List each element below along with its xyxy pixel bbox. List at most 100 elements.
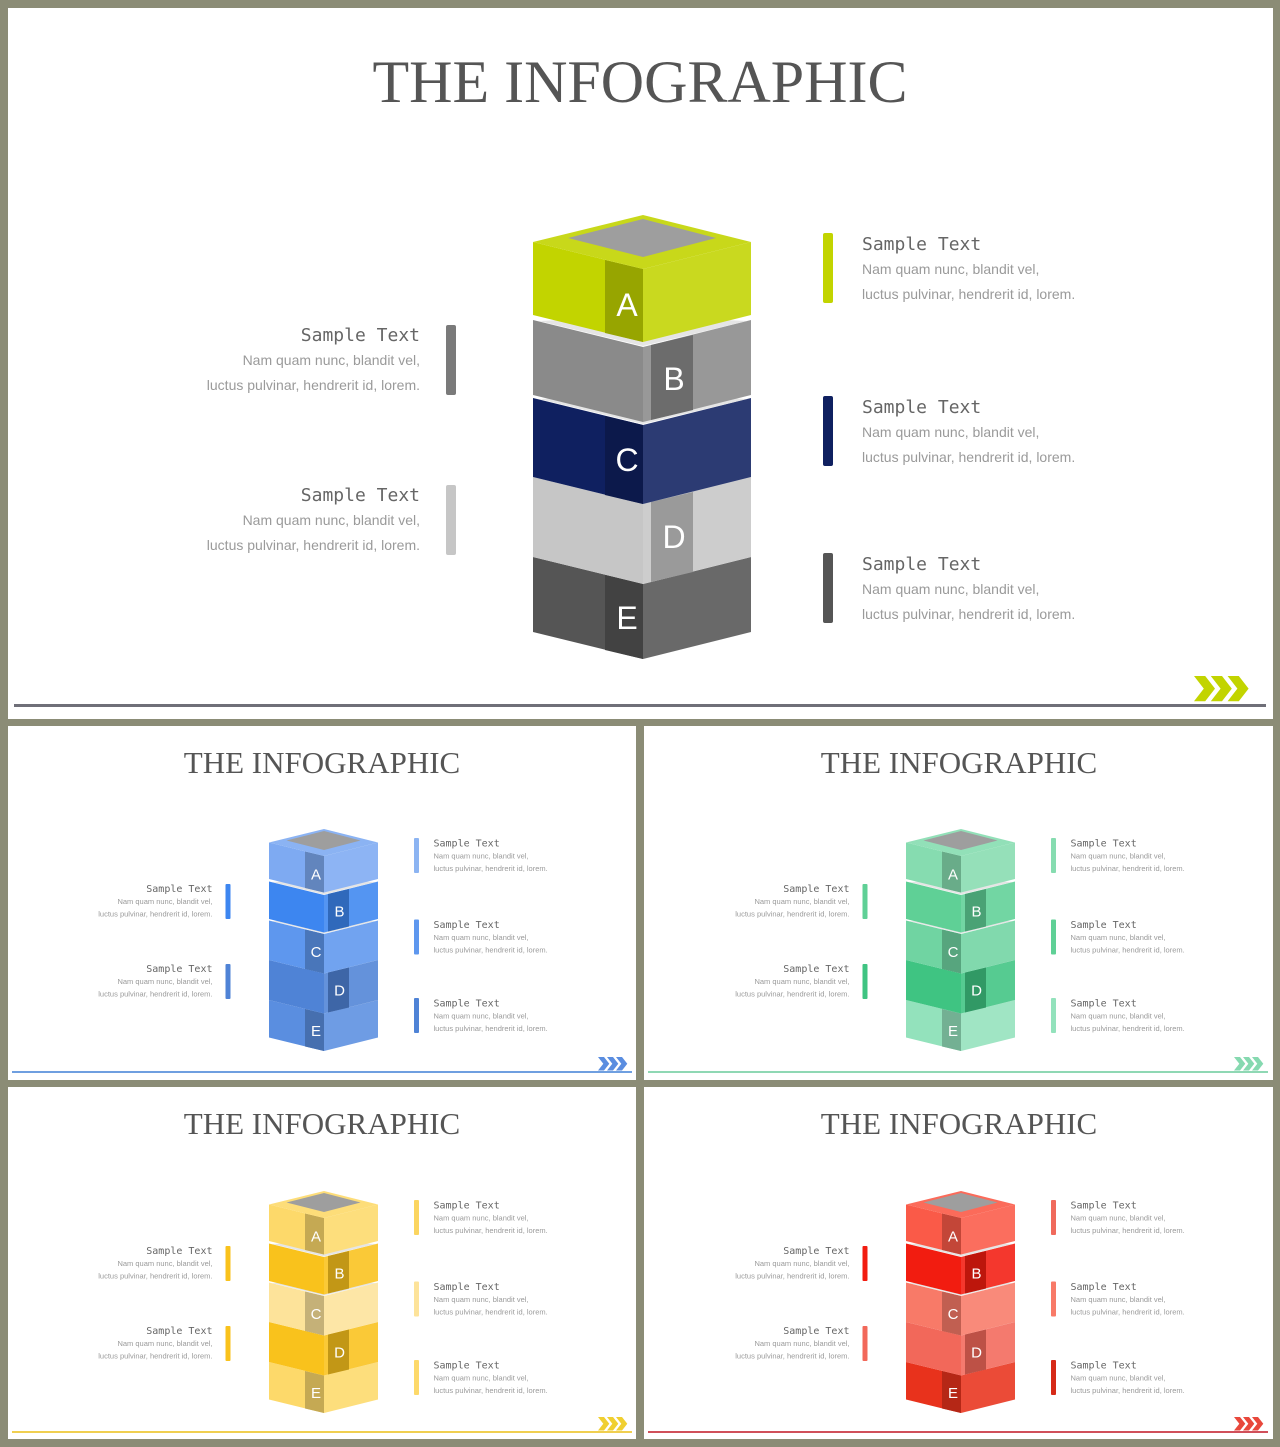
callout-line1: Nam quam nunc, blandit vel, <box>117 1339 212 1348</box>
block-c <box>906 918 1015 974</box>
callout-bar <box>414 1281 419 1317</box>
callout-line1: Nam quam nunc, blandit vel, <box>1071 1214 1166 1223</box>
callout-heading: Sample Text <box>1071 1201 1137 1212</box>
callout-bar <box>446 485 456 555</box>
callout-line2: luctus pulvinar, hendrerit id, lorem. <box>207 377 420 393</box>
callout-line1: Nam quam nunc, blandit vel, <box>1071 852 1166 861</box>
next-arrows-icon[interactable] <box>1234 1417 1264 1431</box>
callout-bar <box>862 964 868 999</box>
block-label-c: C <box>948 1306 959 1323</box>
callout-bar <box>225 1246 231 1281</box>
callout-line2: luctus pulvinar, hendrerit id, lorem. <box>1071 864 1185 873</box>
callout-line1: Nam quam nunc, blandit vel, <box>1071 933 1166 942</box>
callout-line1: Nam quam nunc, blandit vel, <box>434 1214 529 1223</box>
footer-line <box>14 704 1266 707</box>
callout-heading: Sample Text <box>434 1361 500 1372</box>
callout-heading: Sample Text <box>1071 1282 1137 1293</box>
callout-line2: luctus pulvinar, hendrerit id, lorem. <box>735 990 849 999</box>
callout-line1: Nam quam nunc, blandit vel, <box>434 1295 529 1304</box>
footer-line <box>12 1071 632 1073</box>
callout-line1: Nam quam nunc, blandit vel, <box>243 352 420 368</box>
callout-bar <box>225 964 231 999</box>
footer-line <box>648 1071 1268 1073</box>
callout-line2: luctus pulvinar, hendrerit id, lorem. <box>1071 1386 1185 1395</box>
block-label-a: A <box>948 867 958 884</box>
callout-heading: Sample Text <box>862 234 981 255</box>
callout-line2: luctus pulvinar, hendrerit id, lorem. <box>434 864 548 873</box>
callout-line1: Nam quam nunc, blandit vel, <box>1071 1012 1166 1021</box>
callout-line1: Nam quam nunc, blandit vel, <box>754 897 849 906</box>
callout-heading: Sample Text <box>301 485 420 506</box>
callout-bar <box>823 396 833 466</box>
footer-line <box>12 1431 632 1433</box>
block-label-e: E <box>311 1023 321 1040</box>
block-label-d: D <box>662 519 685 555</box>
callout-line2: luctus pulvinar, hendrerit id, lorem. <box>735 910 849 919</box>
callout-line2: luctus pulvinar, hendrerit id, lorem. <box>862 606 1075 622</box>
callout-line2: luctus pulvinar, hendrerit id, lorem. <box>735 1352 849 1361</box>
callout-line1: Nam quam nunc, blandit vel, <box>862 261 1039 277</box>
callout-bar <box>862 1246 868 1281</box>
next-arrows-icon[interactable] <box>1194 676 1249 702</box>
callout-heading: Sample Text <box>1071 999 1137 1010</box>
next-arrows-icon[interactable] <box>598 1417 628 1431</box>
next-arrows-icon[interactable] <box>598 1057 628 1071</box>
callout-heading: Sample Text <box>434 920 500 931</box>
callout-line1: Nam quam nunc, blandit vel, <box>434 852 529 861</box>
callout-line1: Nam quam nunc, blandit vel, <box>434 933 529 942</box>
block-label-e: E <box>616 600 637 636</box>
callout-heading: Sample Text <box>146 964 212 975</box>
callout-line1: Nam quam nunc, blandit vel, <box>434 1374 529 1383</box>
block-a <box>906 1204 1015 1255</box>
callout-heading: Sample Text <box>146 1246 212 1257</box>
callout-heading: Sample Text <box>783 964 849 975</box>
callout-bar <box>414 1360 419 1395</box>
block-label-a: A <box>616 287 638 323</box>
block-label-c: C <box>311 1306 322 1323</box>
block-label-c: C <box>948 944 959 961</box>
callout-bar <box>225 884 231 919</box>
block-label-e: E <box>311 1385 321 1402</box>
callout-line2: luctus pulvinar, hendrerit id, lorem. <box>98 910 212 919</box>
callout-line1: Nam quam nunc, blandit vel, <box>117 977 212 986</box>
callout-line2: luctus pulvinar, hendrerit id, lorem. <box>98 990 212 999</box>
callout-heading: Sample Text <box>301 325 420 346</box>
callout-bar <box>446 325 456 395</box>
callout-line1: Nam quam nunc, blandit vel, <box>117 897 212 906</box>
callout-bar <box>1051 919 1056 955</box>
next-arrows-icon[interactable] <box>1234 1057 1264 1071</box>
block-label-c: C <box>311 944 322 961</box>
callout-heading: Sample Text <box>1071 839 1137 850</box>
slide-title: THE INFOGRAPHIC <box>184 745 460 780</box>
callout-bar <box>1051 1281 1056 1317</box>
block-label-b: B <box>334 1266 344 1283</box>
slide-title: THE INFOGRAPHIC <box>184 1106 460 1141</box>
callout-heading: Sample Text <box>434 839 500 850</box>
block-a <box>533 242 751 342</box>
callout-heading: Sample Text <box>146 1326 212 1337</box>
block-label-d: D <box>334 983 345 1000</box>
callout-line2: luctus pulvinar, hendrerit id, lorem. <box>98 1272 212 1281</box>
callout-line2: luctus pulvinar, hendrerit id, lorem. <box>1071 946 1185 955</box>
